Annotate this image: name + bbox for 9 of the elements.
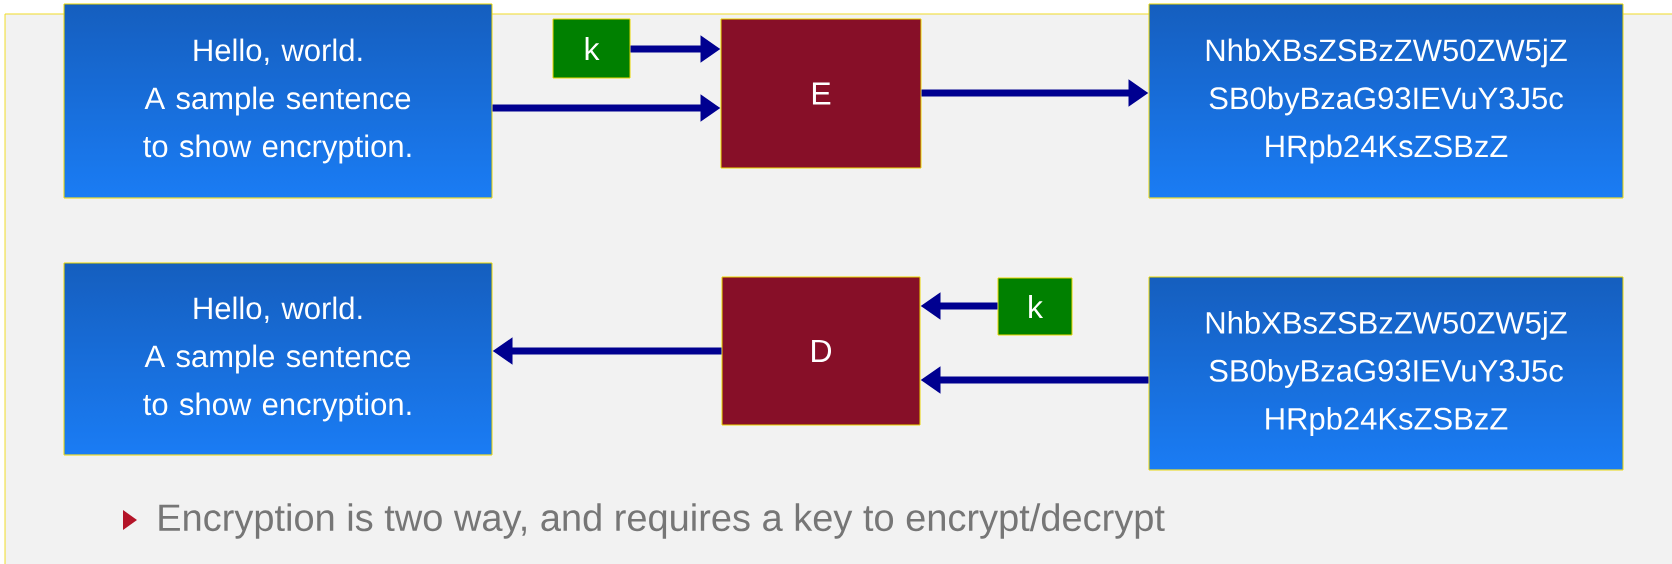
bullet-text: Encryption is two way, and requires a key to encrypt/decrypt — [159, 503, 1165, 539]
key-box: k — [552, 18, 631, 79]
text-box: Hello, world. A sample sentence to show encryption. — [63, 262, 493, 456]
key-box: k — [997, 277, 1073, 336]
text-box: NhbXBsZSBzZW50ZW5jZ SB0byBzaG93IEVuY3J5c HRpb24KsZSBzZ — [1148, 3, 1624, 199]
cipher-box: E — [720, 18, 922, 169]
cipher-box: D — [721, 276, 921, 426]
text-box: NhbXBsZSBzZW50ZW5jZ SB0byBzaG93IEVuY3J5c HRpb24KsZSBzZ — [1148, 276, 1624, 471]
text-box: Hello, world. A sample sentence to show encryption. — [63, 3, 493, 199]
